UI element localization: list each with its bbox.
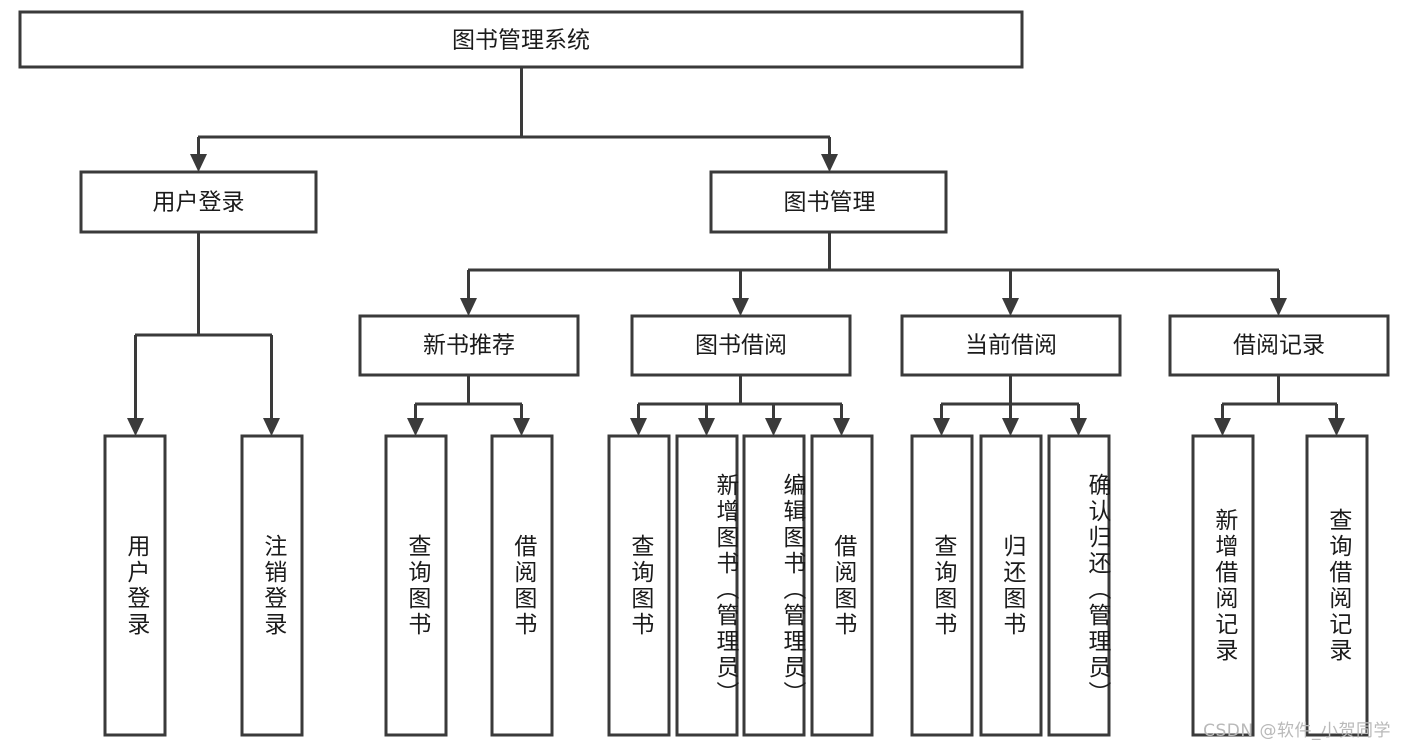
node-user-login[interactable]: 用户登录 xyxy=(79,170,318,234)
arrow-record-to-leaf2 xyxy=(1328,418,1345,436)
arrow-user-login-to-leaf1 xyxy=(127,418,144,436)
node-leaf-add-borrow-record-box[interactable] xyxy=(1191,434,1255,737)
arrow-borrow-to-leaf2 xyxy=(698,418,715,436)
node-user-login-box[interactable] xyxy=(79,170,318,234)
node-leaf-borrow-book-1-box[interactable] xyxy=(490,434,554,737)
node-new-book-recommend[interactable]: 新书推荐 xyxy=(358,314,580,377)
node-book-manage-label: 图书管理 xyxy=(784,190,876,216)
node-new-book-recommend-box[interactable] xyxy=(358,314,580,377)
node-leaf-user-login-box[interactable] xyxy=(103,434,167,737)
node-leaf-borrow-book-2-box[interactable] xyxy=(810,434,874,737)
arrow-bm-to-recommend xyxy=(460,298,477,316)
node-leaf-query-book-3-box[interactable] xyxy=(910,434,974,737)
node-leaf-add-book-box[interactable] xyxy=(675,434,739,737)
node-book-borrow-box[interactable] xyxy=(630,314,852,377)
node-leaf-confirm-return-box[interactable] xyxy=(1047,434,1111,737)
arrow-borrow-to-leaf1 xyxy=(630,418,647,436)
node-current-borrow-label: 当前借阅 xyxy=(965,333,1057,359)
node-borrow-record-box[interactable] xyxy=(1168,314,1390,377)
node-leaf-query-book-2-box[interactable] xyxy=(607,434,671,737)
arrow-current-to-leaf1 xyxy=(933,418,950,436)
arrow-current-to-leaf3 xyxy=(1070,418,1087,436)
arrow-bm-to-current xyxy=(1002,298,1019,316)
node-leaf-user-logout-box[interactable] xyxy=(240,434,304,737)
node-leaf-query-book-1-box[interactable] xyxy=(384,434,448,737)
edge-layer xyxy=(127,67,1345,436)
node-root[interactable]: 图书管理系统 xyxy=(18,10,1024,69)
node-current-borrow[interactable]: 当前借阅 xyxy=(900,314,1122,377)
arrow-borrow-to-leaf4 xyxy=(833,418,850,436)
node-user-login-label: 用户登录 xyxy=(153,190,245,216)
node-book-manage-box[interactable] xyxy=(709,170,948,234)
node-leaf-return-book-box[interactable] xyxy=(979,434,1043,737)
node-book-borrow-label: 图书借阅 xyxy=(695,333,787,359)
arrow-record-to-leaf1 xyxy=(1214,418,1231,436)
arrow-recommend-to-leaf1 xyxy=(407,418,424,436)
node-borrow-record[interactable]: 借阅记录 xyxy=(1168,314,1390,377)
node-new-book-recommend-label: 新书推荐 xyxy=(423,333,515,359)
arrow-user-login-to-leaf2 xyxy=(263,418,280,436)
csdn-watermark: CSDN @软件_小贺同学 xyxy=(1203,721,1391,741)
arrow-recommend-to-leaf2 xyxy=(513,418,530,436)
arrow-bm-to-record xyxy=(1270,298,1287,316)
node-current-borrow-box[interactable] xyxy=(900,314,1122,377)
node-root-label: 图书管理系统 xyxy=(452,28,590,54)
node-root-box[interactable] xyxy=(18,10,1024,69)
node-leaf-edit-book-box[interactable] xyxy=(742,434,806,737)
node-borrow-record-label: 借阅记录 xyxy=(1233,333,1325,359)
node-leaf-query-borrow-record-box[interactable] xyxy=(1305,434,1369,737)
arrow-root-to-user-login xyxy=(190,154,207,172)
arrow-current-to-leaf2 xyxy=(1002,418,1019,436)
arrow-borrow-to-leaf3 xyxy=(765,418,782,436)
node-book-borrow[interactable]: 图书借阅 xyxy=(630,314,852,377)
leaf-box-layer xyxy=(103,434,1369,737)
node-book-manage[interactable]: 图书管理 xyxy=(709,170,948,234)
arrow-bm-to-borrow xyxy=(732,298,749,316)
arrow-root-to-book-manage xyxy=(821,154,838,172)
